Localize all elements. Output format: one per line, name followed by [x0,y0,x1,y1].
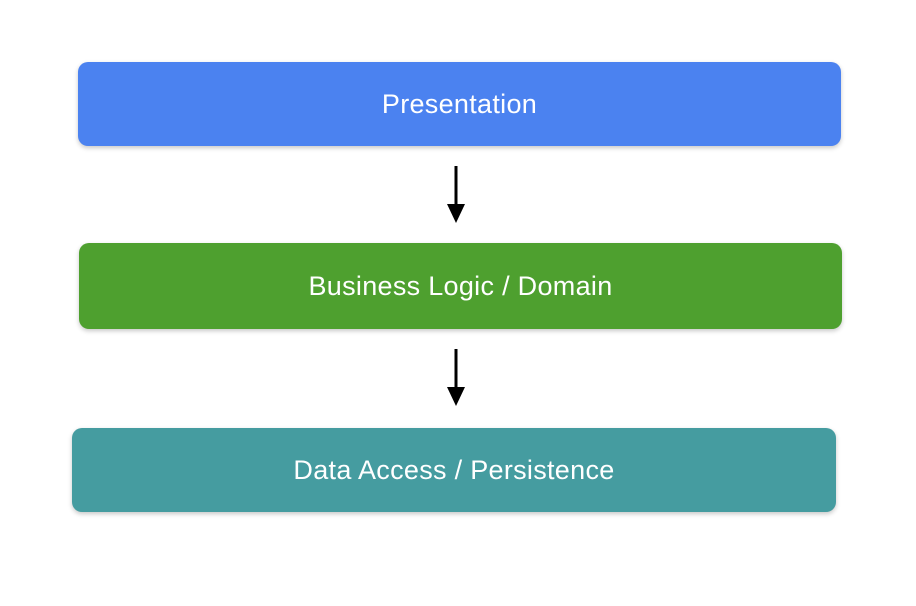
layer-label-business-logic: Business Logic / Domain [308,270,613,301]
layer-box-presentation: Presentation [78,62,841,146]
layer-label-data-access: Data Access / Persistence [293,454,615,485]
layer-box-business-logic: Business Logic / Domain [79,243,842,329]
layer-box-data-access: Data Access / Persistence [72,428,836,512]
layer-label-presentation: Presentation [381,88,538,119]
down-arrow-icon [445,348,467,406]
down-arrow-icon [445,165,467,223]
